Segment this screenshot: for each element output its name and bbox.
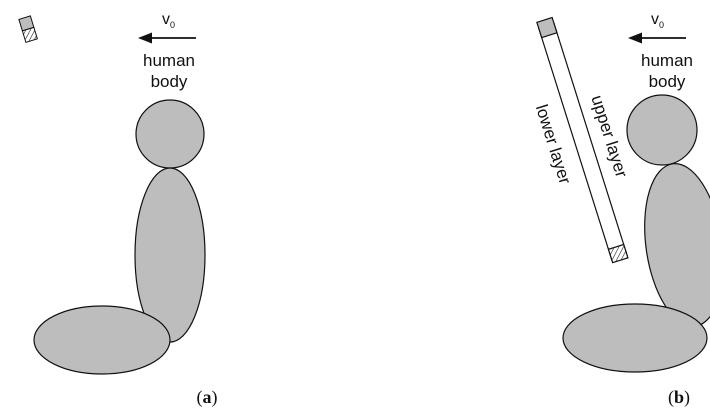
- body-label-line2-a: body: [151, 72, 188, 91]
- plate-top-cap: [536, 16, 558, 39]
- head-a: [135, 99, 205, 169]
- human-body-b: [562, 94, 710, 373]
- human-body-a: [33, 99, 206, 375]
- velocity-label-b: v0: [651, 11, 664, 30]
- legs-a: [33, 305, 171, 375]
- panel-b: v0 human body upper layer lower layer (b…: [532, 11, 710, 408]
- velocity-label-a: v0: [162, 11, 175, 30]
- panel-a: v0 human body (a): [18, 11, 218, 408]
- velocity-arrow-a: [138, 32, 196, 44]
- impactor-a: [18, 15, 38, 43]
- caption-a: (a): [197, 387, 218, 408]
- body-label-line1-a: human: [143, 51, 195, 70]
- head-b: [626, 94, 698, 166]
- body-label-line1-b: human: [641, 51, 693, 70]
- body-label-line2-b: body: [649, 72, 686, 91]
- legs-b: [562, 303, 708, 373]
- velocity-arrow-b: [628, 32, 686, 44]
- layered-impactor-b: [536, 16, 629, 264]
- caption-b: (b): [668, 387, 690, 408]
- plate-bottom-hatch: [607, 243, 629, 264]
